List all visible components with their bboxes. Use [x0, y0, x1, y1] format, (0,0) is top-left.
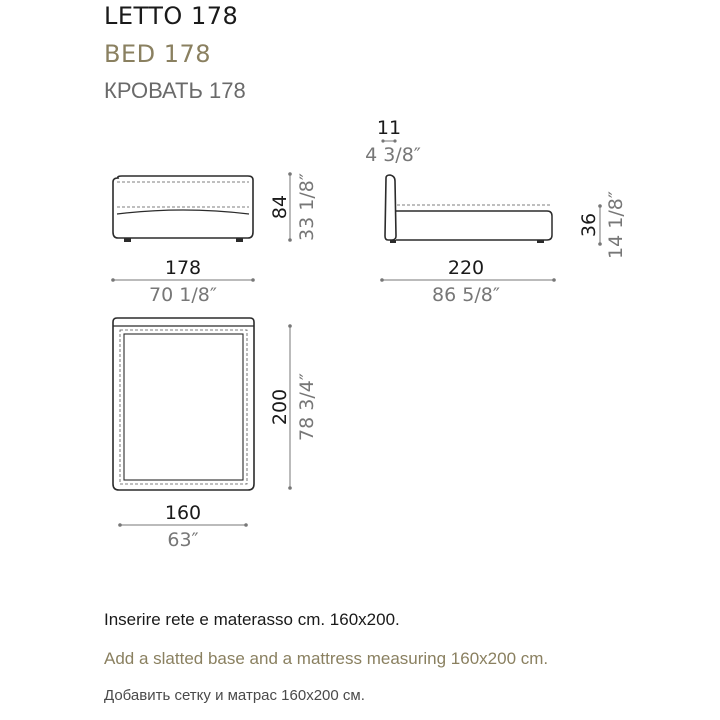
front-width-dim-end: [251, 278, 255, 282]
front-height-dim-end: [288, 172, 292, 176]
headboard-thickness-dim-end: [381, 139, 385, 143]
title-russian: КРОВАТЬ 178: [104, 78, 246, 103]
side-length-dim-end: [380, 278, 384, 282]
front-height-cm: 84: [269, 195, 291, 219]
title-english: BED 178: [104, 40, 212, 68]
frame-height-dim-end: [598, 242, 602, 246]
mattress-width-cm: 160: [165, 502, 201, 524]
headboard-thickness-dim-end: [393, 139, 397, 143]
side-length-in: 86 5/8″: [432, 284, 500, 306]
front-height-in: 33 1/8″: [296, 173, 318, 241]
mattress-length-in: 78 3/4″: [296, 373, 318, 441]
note-russian: Добавить сетку и матрас 160x200 см.: [104, 687, 365, 704]
frame-height-cm: 36: [578, 213, 600, 237]
title-italian: LETTO 178: [104, 2, 239, 30]
mattress-width-dim-end: [244, 523, 248, 527]
front-foot-left: [124, 238, 131, 242]
frame-height-dim-end: [598, 204, 602, 208]
mattress-width-dim-end: [118, 523, 122, 527]
front-foot-right: [236, 238, 243, 242]
note-italian: Inserire rete e materasso cm. 160x200.: [104, 610, 400, 629]
front-headboard-outline: [112, 175, 254, 239]
side-headboard-outline: [384, 174, 397, 241]
side-view: 11 4 3/8″ 36 14 1/8″ 220 86 5/8″: [365, 117, 627, 306]
front-width-cm: 178: [165, 257, 201, 279]
frame-height-in: 14 1/8″: [605, 191, 627, 259]
side-foot-right: [537, 240, 544, 243]
mattress-length-dim-end: [288, 486, 292, 490]
top-view: 200 78 3/4″ 160 63″: [112, 317, 318, 551]
top-inner-outline: [123, 333, 244, 481]
front-width-in: 70 1/8″: [149, 284, 217, 306]
mattress-width-in: 63″: [167, 529, 198, 551]
note-english: Add a slatted base and a mattress measur…: [104, 649, 549, 668]
side-frame-outline: [396, 210, 553, 241]
headboard-thickness-in: 4 3/8″: [365, 144, 421, 166]
front-view: 84 33 1/8″ 178 70 1/8″: [111, 172, 318, 306]
front-frame-curve: [116, 209, 250, 215]
side-length-dim-end: [552, 278, 556, 282]
side-length-cm: 220: [448, 257, 484, 279]
top-outer-outline: [112, 317, 255, 491]
front-width-dim-end: [111, 278, 115, 282]
headboard-thickness-cm: 11: [377, 117, 401, 139]
side-foot-left: [390, 240, 396, 243]
mattress-length-dim-end: [288, 324, 292, 328]
top-mattress-dashed: [119, 329, 248, 485]
front-height-dim-end: [288, 238, 292, 242]
mattress-length-cm: 200: [269, 389, 291, 425]
